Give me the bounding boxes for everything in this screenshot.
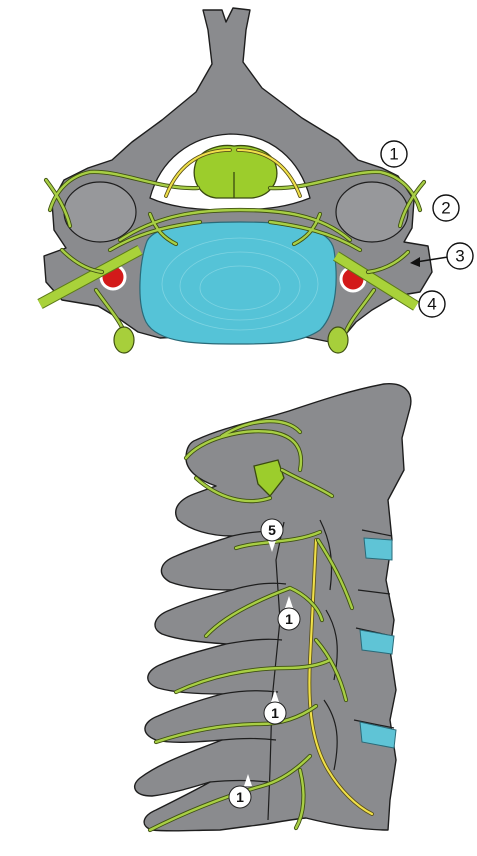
- left-articular-pillar: [64, 182, 136, 242]
- marker-5-label: 5: [268, 522, 276, 538]
- callout-1: 1: [381, 141, 407, 167]
- marker-1a-label: 1: [285, 611, 293, 627]
- right-ganglion: [328, 327, 348, 353]
- left-ganglion: [114, 327, 134, 353]
- callout-1-label: 1: [389, 145, 398, 164]
- marker-1c-label: 1: [236, 789, 244, 805]
- callout-2-label: 2: [441, 199, 450, 218]
- callout-4-label: 4: [427, 295, 436, 314]
- lateral-vertebral-column: [135, 384, 411, 831]
- callout-2: 2: [433, 195, 459, 221]
- axial-view: 1 2 3 4: [40, 8, 473, 353]
- lateral-disc-1: [364, 538, 392, 560]
- callout-4: 4: [419, 291, 445, 317]
- marker-1b-label: 1: [271, 705, 279, 721]
- lateral-view: 5 1 1 1: [135, 384, 411, 831]
- right-articular-pillar: [336, 182, 408, 242]
- callout-3-label: 3: [455, 247, 464, 266]
